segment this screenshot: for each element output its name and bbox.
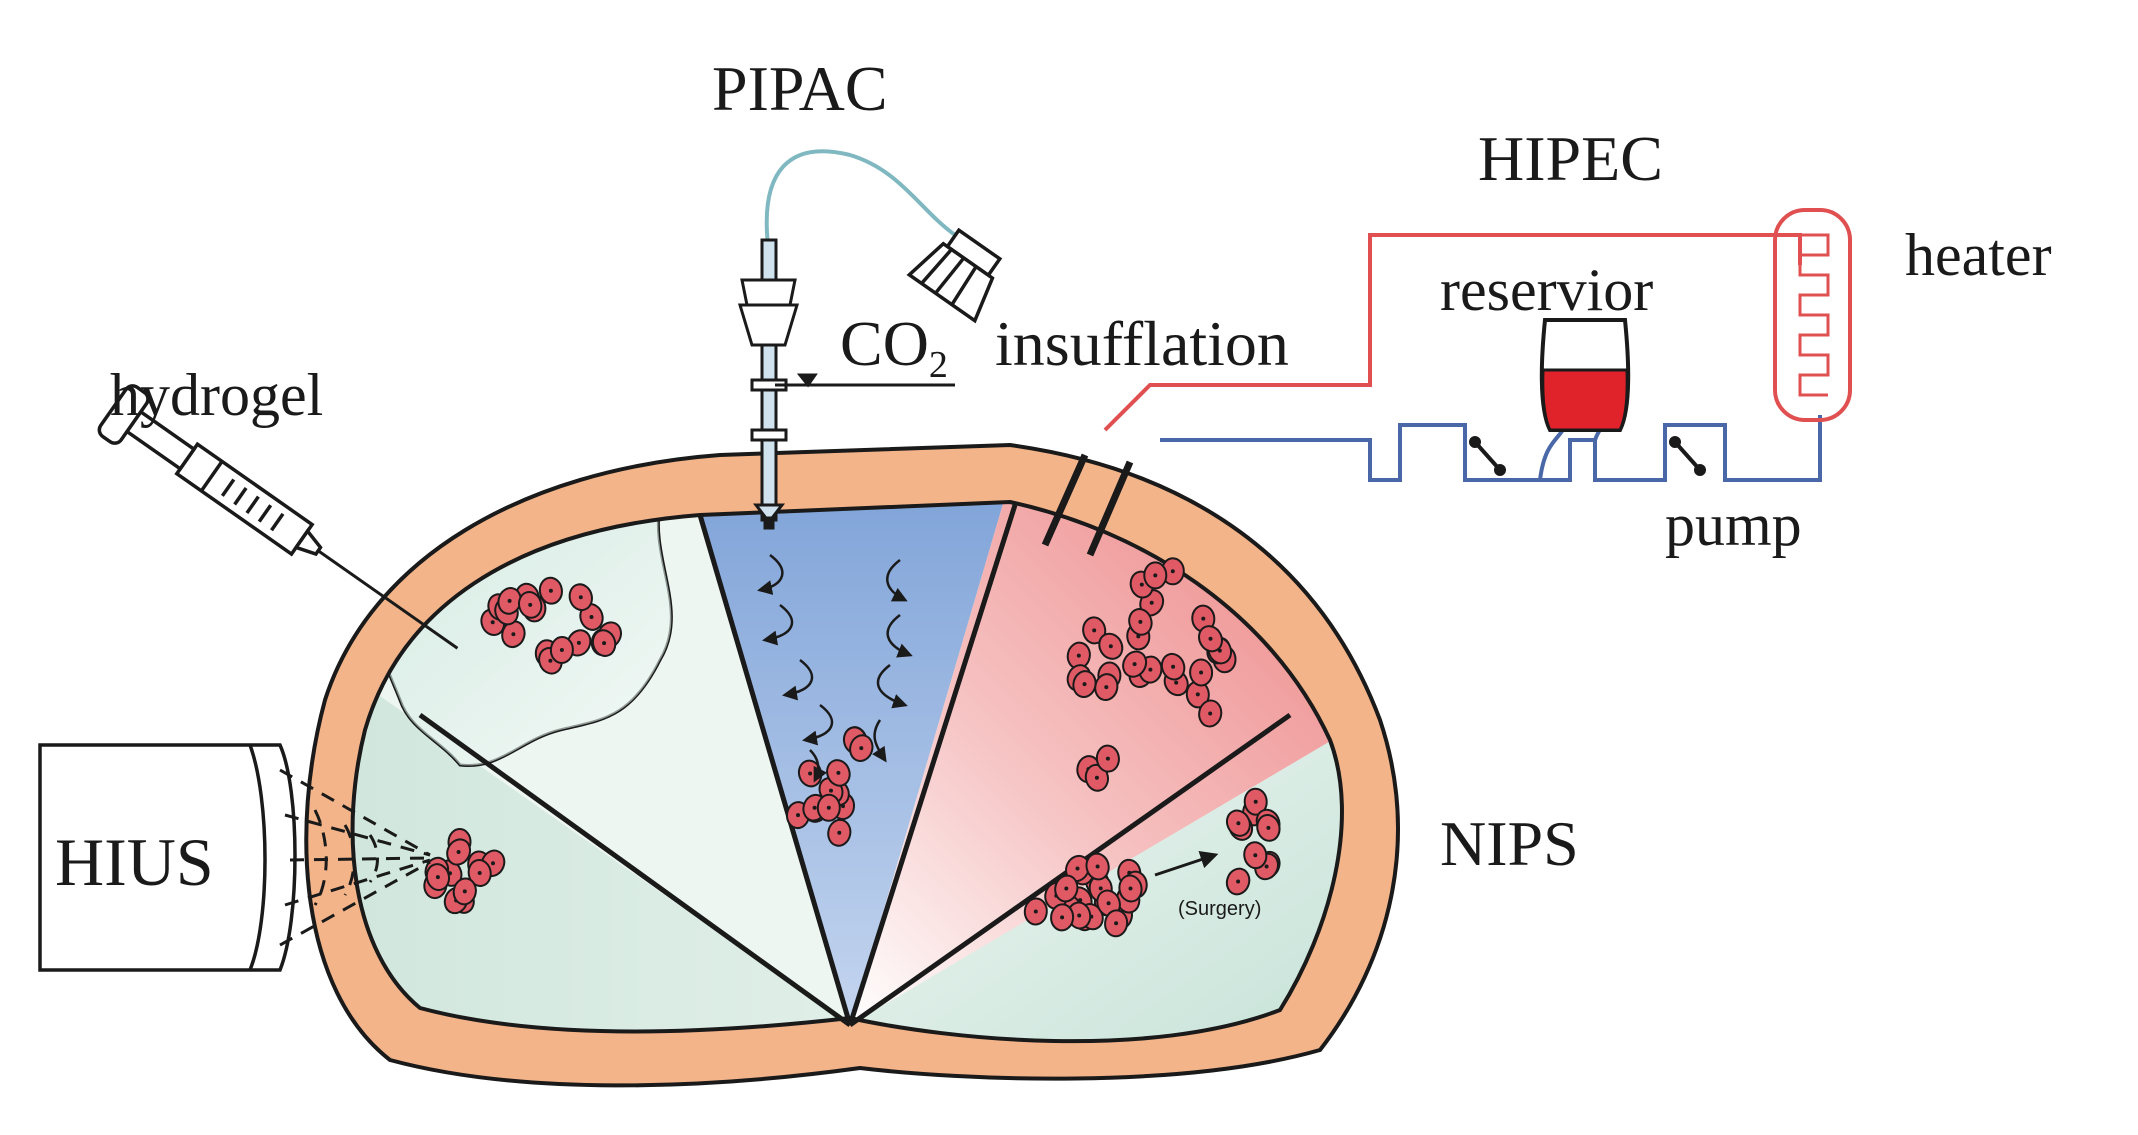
tumor-nucleus <box>462 889 467 894</box>
tumor-nucleus <box>1128 886 1133 891</box>
tumor-nucleus <box>1148 667 1153 672</box>
tumor-nucleus <box>1064 886 1069 891</box>
sector-dividers <box>418 504 1292 1028</box>
tumor-nucleus <box>1082 682 1087 687</box>
tumor-cluster <box>480 576 622 675</box>
hipec-catheters <box>1041 453 1134 557</box>
tumor-nucleus <box>1105 756 1110 761</box>
tumor-nucleus <box>1094 775 1099 780</box>
tumor-nucleus <box>435 875 440 880</box>
tumor-nucleus <box>829 788 833 793</box>
pipac-nozzle <box>737 149 957 530</box>
tumor-nucleus <box>1060 915 1065 920</box>
tumor-nucleus <box>1098 886 1103 891</box>
tumor-nucleus <box>1076 653 1081 658</box>
tumor-nucleus <box>1108 644 1113 649</box>
tumor-nucleus <box>1253 799 1258 804</box>
tumor-nucleus <box>1106 901 1111 906</box>
tumor-nucleus <box>511 632 516 637</box>
label-heater: heater <box>1905 222 2052 288</box>
tumor-nucleus <box>1208 711 1213 716</box>
tumor-nucleus <box>1170 569 1175 574</box>
tumor-nucleus <box>1236 821 1241 826</box>
tumor-nucleus <box>477 871 482 875</box>
tumor-nucleus <box>1201 616 1206 621</box>
tumor-nucleus <box>528 602 533 607</box>
tumor-nucleus <box>602 641 607 646</box>
tumor-nucleus <box>1264 864 1269 869</box>
tumor-nucleus <box>1149 600 1154 605</box>
tumor-nucleus <box>1195 692 1200 697</box>
tumor-nucleus <box>1077 913 1082 918</box>
tumor-nucleus <box>796 813 800 818</box>
reservoir-bag <box>1539 318 1631 432</box>
tumor-nucleus <box>1153 573 1158 578</box>
tumor-nucleus <box>1075 866 1080 871</box>
tumor-nucleus <box>808 771 813 776</box>
hipec-circuit <box>1103 233 1822 482</box>
label-hipec: HIPEC <box>1478 123 1663 194</box>
tumor-nucleus <box>1139 582 1144 587</box>
tumor-cluster <box>842 726 874 762</box>
cavity-outline <box>350 499 1344 1044</box>
hius-transducer <box>38 743 297 972</box>
tumor-nucleus <box>456 850 461 854</box>
label-hius: HIUS <box>55 824 214 900</box>
tumor-clusters <box>423 557 1281 938</box>
tumor-nucleus <box>1104 685 1109 690</box>
tumor-nucleus <box>1092 628 1097 633</box>
tumor-nucleus <box>1174 680 1179 685</box>
tumor-nucleus <box>837 830 842 835</box>
tumor-nucleus <box>1138 619 1143 624</box>
tumor-nucleus <box>576 640 581 645</box>
tumor-nucleus <box>548 658 553 663</box>
tumor-nucleus <box>559 648 564 652</box>
tumor-nucleus <box>859 746 864 751</box>
ultrasound-focus-lines <box>279 768 431 947</box>
label-insufflation: insufflation <box>995 308 1289 379</box>
tumor-nucleus <box>548 588 553 593</box>
tumor-cluster <box>1225 787 1281 896</box>
label-surgery: (Surgery) <box>1178 898 1261 920</box>
aerosol-injector-icon <box>906 227 1003 324</box>
tumor-cluster <box>423 828 506 915</box>
label-reservoir: reservior <box>1440 257 1653 323</box>
tumor-nucleus <box>1199 670 1204 675</box>
tumor-cluster <box>785 759 856 847</box>
tumor-nucleus <box>507 598 512 603</box>
tumor-nucleus <box>578 595 583 600</box>
tumor-nucleus <box>1114 921 1119 926</box>
tumor-nucleus <box>1132 662 1137 667</box>
tumor-nucleus <box>491 861 495 866</box>
surgery-arrow <box>1154 851 1219 877</box>
syringe-icon <box>97 384 459 650</box>
label-co2: CO2 <box>840 308 948 386</box>
label-pipac: PIPAC <box>712 53 888 124</box>
heater-coil <box>1773 208 1852 422</box>
tumor-nucleus <box>490 620 495 625</box>
tumor-nucleus <box>826 805 831 810</box>
tumor-nucleus <box>836 770 841 775</box>
tumor-nucleus <box>812 805 817 810</box>
tumor-cluster <box>1076 744 1120 792</box>
tumor-nucleus <box>1171 664 1176 669</box>
tumor-nucleus <box>1208 636 1213 641</box>
tumor-nucleus <box>589 615 594 619</box>
tumor-nucleus <box>1033 909 1038 914</box>
tumor-nucleus <box>1253 853 1258 858</box>
label-nips: NIPS <box>1440 808 1579 879</box>
pump-valves <box>1469 436 1706 476</box>
tumor-nucleus <box>1236 879 1241 884</box>
label-hydrogel: hydrogel <box>110 362 323 428</box>
label-pump: pump <box>1665 492 1802 558</box>
aerosol-flow-arrows <box>757 554 913 783</box>
tumor-cluster <box>1023 852 1148 938</box>
tumor-nucleus <box>1095 864 1100 869</box>
tumor-cluster <box>1066 557 1237 728</box>
tumor-nucleus <box>1266 825 1271 830</box>
